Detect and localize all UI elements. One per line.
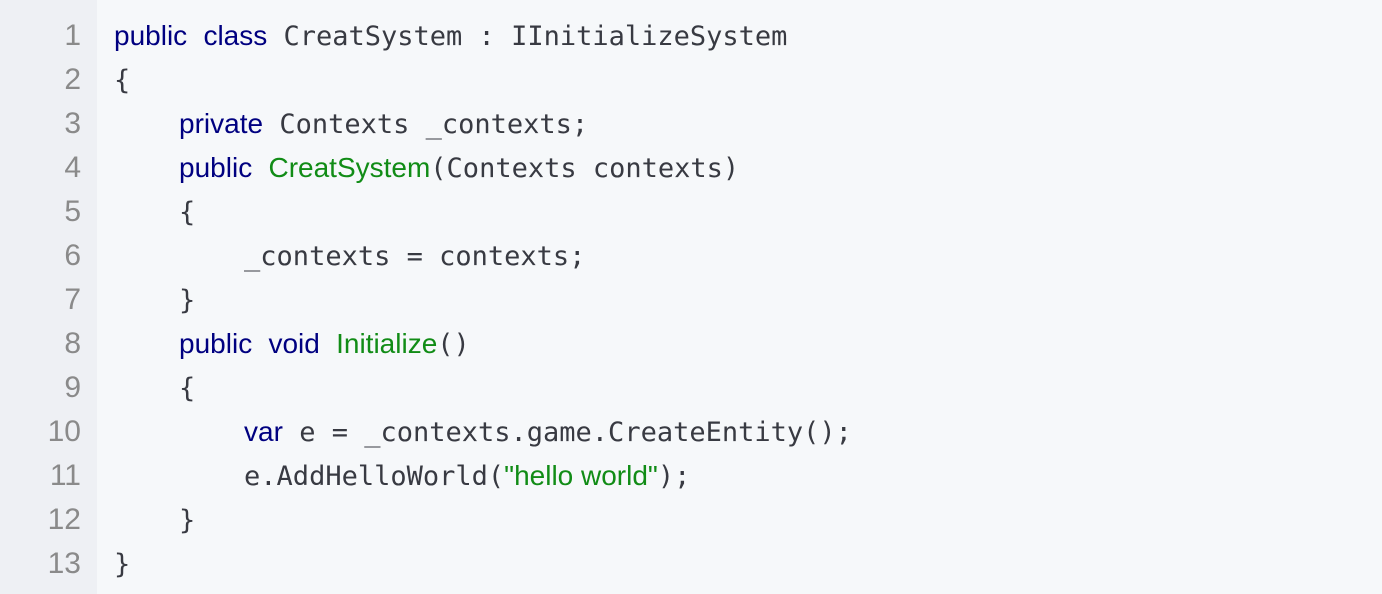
- code-token: }: [114, 285, 196, 316]
- keyword-token: public: [179, 152, 253, 183]
- code-line: {: [114, 58, 1382, 102]
- code-line: private Contexts _contexts;: [114, 102, 1382, 146]
- line-number: 8: [64, 327, 81, 360]
- code-line: _contexts = contexts;: [114, 234, 1382, 278]
- keyword-token: class: [203, 20, 268, 51]
- code-token: _contexts = contexts;: [114, 241, 586, 272]
- code-line: public void Initialize(): [114, 322, 1382, 366]
- code-token: [320, 329, 336, 360]
- line-number: 3: [64, 107, 81, 140]
- code-line: {: [114, 366, 1382, 410]
- code-token: (Contexts contexts): [430, 153, 740, 184]
- code-token: [114, 109, 179, 140]
- code-token: [252, 329, 268, 360]
- code-area[interactable]: public class CreatSystem : IInitializeSy…: [97, 0, 1382, 594]
- code-line: var e = _contexts.game.CreateEntity();: [114, 410, 1382, 454]
- line-number: 11: [49, 459, 81, 492]
- code-line: public CreatSystem(Contexts contexts): [114, 146, 1382, 190]
- function-name-token: CreatSystem: [268, 152, 431, 183]
- code-token: CreatSystem : IInitializeSystem: [267, 21, 788, 52]
- code-token: Contexts _contexts;: [263, 109, 589, 140]
- code-token: {: [114, 373, 196, 404]
- code-token: [114, 153, 179, 184]
- keyword-token: private: [179, 108, 264, 139]
- string-literal-token: "hello world": [504, 460, 658, 491]
- code-token: [187, 21, 203, 52]
- code-line: }: [114, 542, 1382, 586]
- keyword-token: public: [179, 328, 253, 359]
- code-token: [114, 329, 179, 360]
- line-number: 1: [64, 19, 81, 52]
- line-number: 12: [47, 503, 81, 536]
- code-line: public class CreatSystem : IInitializeSy…: [114, 14, 1382, 58]
- line-number: 10: [47, 415, 81, 448]
- code-token: e.AddHelloWorld(: [114, 461, 505, 492]
- code-token: (): [437, 329, 470, 360]
- brace-token: }: [114, 549, 131, 580]
- code-token: e = _contexts.game.CreateEntity();: [282, 417, 852, 448]
- code-token: );: [657, 461, 691, 492]
- line-number: 7: [64, 283, 81, 316]
- line-number: 13: [47, 547, 81, 580]
- line-number: 9: [64, 371, 81, 404]
- code-token: [252, 153, 268, 184]
- keyword-token: void: [268, 328, 320, 359]
- line-number: 6: [64, 239, 81, 272]
- code-token: }: [114, 505, 196, 536]
- function-name-token: Initialize: [336, 328, 438, 359]
- code-line: }: [114, 278, 1382, 322]
- line-number: 5: [64, 195, 81, 228]
- code-token: [114, 417, 244, 448]
- code-line: }: [114, 498, 1382, 542]
- code-token: {: [114, 197, 196, 228]
- keyword-token: var: [244, 416, 283, 447]
- line-number: 4: [64, 151, 81, 184]
- keyword-token: public: [114, 20, 188, 51]
- code-line: e.AddHelloWorld("hello world");: [114, 454, 1382, 498]
- brace-token: {: [114, 65, 131, 96]
- line-number: 2: [64, 63, 81, 96]
- code-line: {: [114, 190, 1382, 234]
